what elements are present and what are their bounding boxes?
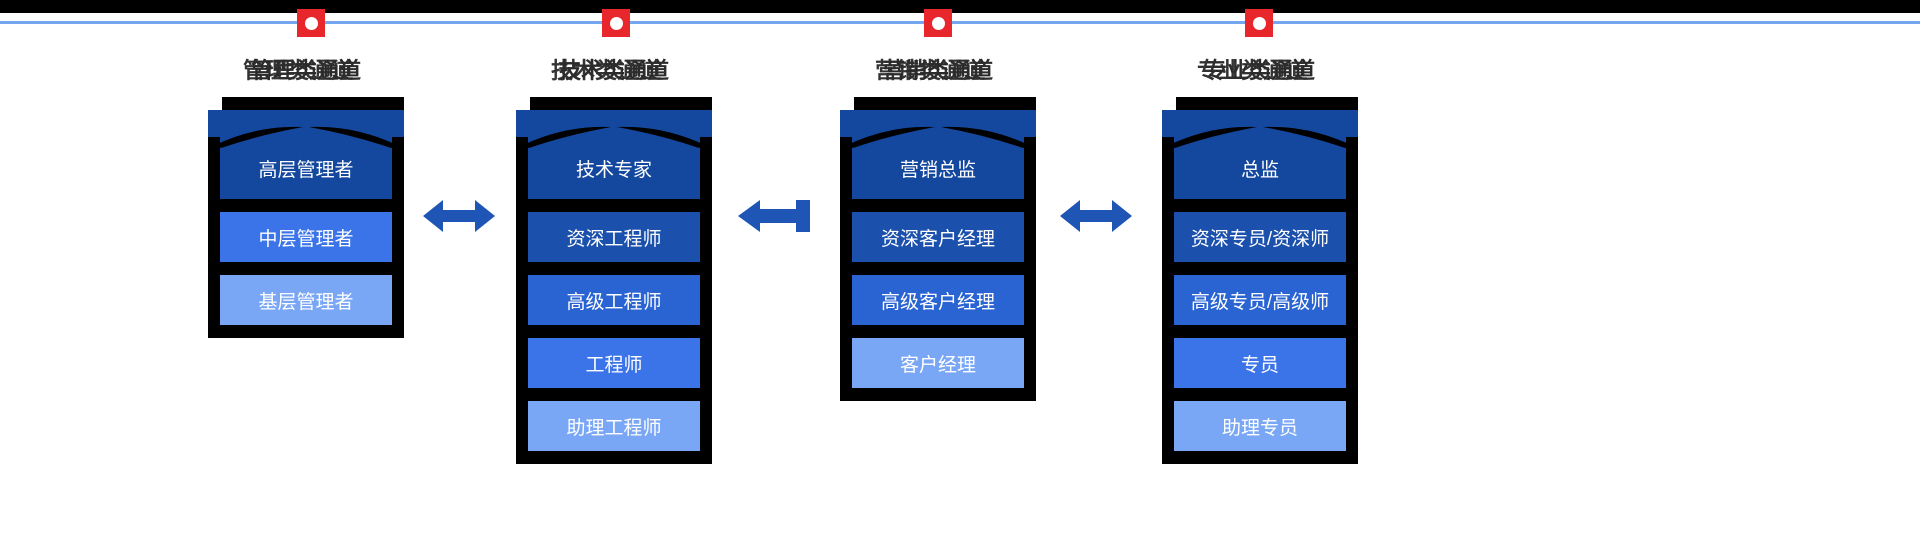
arrow-marketing-technical bbox=[738, 196, 810, 236]
ladder-frame-technical: 技术专家资深工程师高级工程师工程师助理工程师 bbox=[516, 97, 712, 464]
pin-marker-3[interactable] bbox=[924, 9, 952, 37]
rung-professional-2[interactable]: 高级专员/高级师 bbox=[1174, 275, 1346, 325]
rung-marketing-2[interactable]: 高级客户经理 bbox=[852, 275, 1024, 325]
rung-management-1[interactable]: 中层管理者 bbox=[220, 212, 392, 262]
career-column-marketing: 营销类通道营销总监资深客户经理高级客户经理客户经理 bbox=[840, 56, 1036, 401]
pin-dot-icon bbox=[1252, 16, 1266, 30]
hero-cap bbox=[840, 110, 1036, 137]
pin-dot-icon bbox=[931, 16, 945, 30]
pin-marker-4[interactable] bbox=[1245, 9, 1273, 37]
career-column-professional: 专业类通道总监资深专员/资深师高级专员/高级师专员助理专员 bbox=[1162, 56, 1358, 464]
top-black-bar bbox=[0, 0, 1920, 13]
rung-marketing-1[interactable]: 资深客户经理 bbox=[852, 212, 1024, 262]
double-arrow-icon bbox=[1060, 200, 1132, 232]
column-title-technical: 技术类通道 bbox=[558, 58, 669, 83]
rung-label: 高级客户经理 bbox=[880, 291, 995, 313]
rung-label: 高级专员/高级师 bbox=[1190, 291, 1330, 313]
hero-cap bbox=[1162, 110, 1358, 137]
rung-technical-1[interactable]: 资深工程师 bbox=[528, 212, 700, 262]
rung-label: 工程师 bbox=[585, 354, 643, 376]
career-column-technical: 技术类通道技术专家资深工程师高级工程师工程师助理工程师 bbox=[516, 56, 712, 464]
pin-marker-1[interactable] bbox=[297, 9, 325, 37]
pin-dot-icon bbox=[609, 16, 623, 30]
rung-technical-2[interactable]: 高级工程师 bbox=[528, 275, 700, 325]
column-title-professional: 专业类通道 bbox=[1204, 58, 1315, 83]
ladder-notch bbox=[516, 97, 530, 111]
rung-technical-0[interactable]: 技术专家 bbox=[516, 110, 712, 199]
rung-label: 高层管理者 bbox=[258, 159, 354, 181]
left-arrow-icon bbox=[738, 200, 810, 232]
rung-professional-1[interactable]: 资深专员/资深师 bbox=[1174, 212, 1346, 262]
hero-cap bbox=[208, 110, 404, 137]
pin-marker-2[interactable] bbox=[602, 9, 630, 37]
ladder-notch bbox=[1162, 97, 1176, 111]
rung-label: 营销总监 bbox=[899, 159, 976, 181]
rung-professional-0[interactable]: 总监 bbox=[1162, 110, 1358, 199]
rung-label: 资深工程师 bbox=[566, 228, 662, 250]
rung-professional-4[interactable]: 助理专员 bbox=[1174, 401, 1346, 451]
ladder-frame-marketing: 营销总监资深客户经理高级客户经理客户经理 bbox=[840, 97, 1036, 401]
column-title-management: 管理类通道 bbox=[250, 58, 361, 83]
double-arrow-icon bbox=[423, 200, 495, 232]
rung-label: 高级工程师 bbox=[566, 291, 662, 313]
arrow-marketing-professional bbox=[1060, 196, 1132, 236]
ladder-frame-management: 高层管理者中层管理者基层管理者 bbox=[208, 97, 404, 338]
hero-cap bbox=[516, 110, 712, 137]
rung-label: 资深专员/资深师 bbox=[1190, 228, 1330, 250]
rung-label: 专员 bbox=[1240, 354, 1279, 376]
rung-technical-3[interactable]: 工程师 bbox=[528, 338, 700, 388]
rung-label: 技术专家 bbox=[575, 159, 652, 181]
rung-marketing-0[interactable]: 营销总监 bbox=[840, 110, 1036, 199]
pin-dot-icon bbox=[304, 16, 318, 30]
top-horizontal-rule bbox=[0, 21, 1920, 24]
rung-label: 助理工程师 bbox=[566, 417, 662, 439]
ladder-frame-professional: 总监资深专员/资深师高级专员/高级师专员助理专员 bbox=[1162, 97, 1358, 464]
column-title-marketing: 营销类通道 bbox=[882, 58, 993, 83]
career-column-management: 管理类通道高层管理者中层管理者基层管理者 bbox=[208, 56, 404, 338]
rung-professional-3[interactable]: 专员 bbox=[1174, 338, 1346, 388]
rung-management-0[interactable]: 高层管理者 bbox=[208, 110, 404, 199]
arrow-management-technical bbox=[423, 196, 495, 236]
rung-technical-4[interactable]: 助理工程师 bbox=[528, 401, 700, 451]
rung-label: 中层管理者 bbox=[258, 228, 354, 250]
rung-label: 基层管理者 bbox=[258, 291, 354, 313]
ladder-notch bbox=[840, 97, 854, 111]
rung-label: 资深客户经理 bbox=[880, 228, 995, 250]
rung-label: 客户经理 bbox=[899, 354, 976, 376]
rung-marketing-3[interactable]: 客户经理 bbox=[852, 338, 1024, 388]
ladder-notch bbox=[208, 97, 222, 111]
rung-management-2[interactable]: 基层管理者 bbox=[220, 275, 392, 325]
rung-label: 助理专员 bbox=[1221, 417, 1298, 439]
rung-label: 总监 bbox=[1240, 159, 1279, 181]
